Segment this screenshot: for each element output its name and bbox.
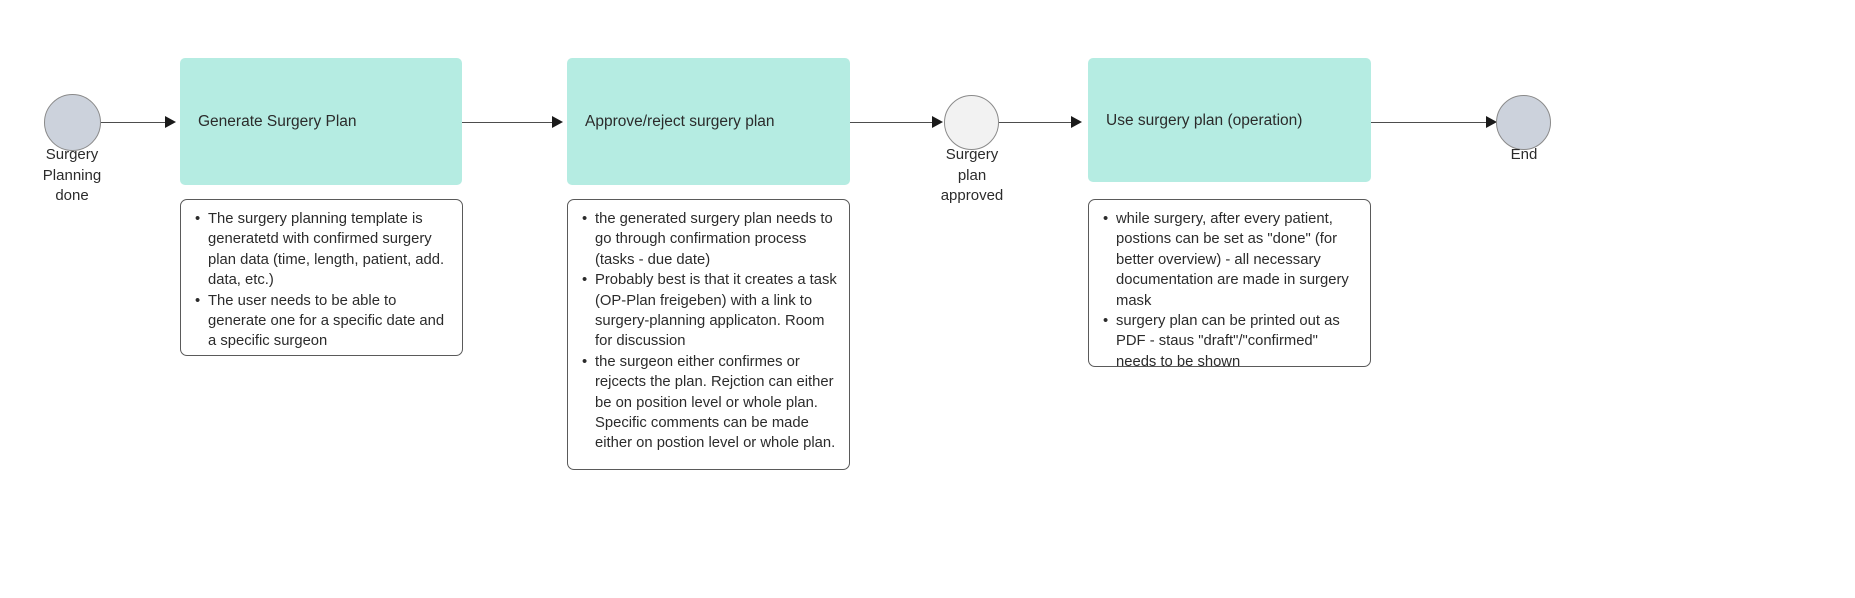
arrow-start-to-generate [101, 122, 165, 124]
list-item: while surgery, after every patient, post… [1103, 209, 1360, 311]
node-start-label: Surgery Planning done [42, 146, 102, 204]
note-approve-reject-surgery-plan: the generated surgery plan needs to go t… [567, 199, 850, 470]
arrow-generate-to-approve [462, 122, 552, 124]
list-item: The user needs to be able to generate on… [195, 291, 452, 352]
process-use-surgery-plan[interactable]: Use surgery plan (operation) [1088, 58, 1371, 182]
arrow-head-approve-to-state [932, 116, 943, 128]
list-item: surgery plan can be printed out as PDF -… [1103, 311, 1360, 372]
arrow-state-to-use [999, 122, 1071, 124]
arrow-head-use-to-end [1486, 116, 1497, 128]
arrow-approve-to-state [850, 122, 932, 124]
note-generate-list: The surgery planning template is generat… [191, 209, 452, 352]
list-item: Probably best is that it creates a task … [582, 270, 839, 352]
process-approve-reject-surgery-plan[interactable]: Approve/reject surgery plan [567, 58, 850, 185]
arrow-use-to-end [1371, 122, 1486, 124]
arrow-head-state-to-use [1071, 116, 1082, 128]
process-approve-reject-label: Approve/reject surgery plan [585, 113, 775, 130]
process-generate-surgery-plan[interactable]: Generate Surgery Plan [180, 58, 462, 185]
node-end[interactable] [1496, 95, 1551, 150]
node-start-surgery-planning-done[interactable] [44, 94, 101, 151]
list-item: The surgery planning template is generat… [195, 209, 452, 291]
arrow-head-generate-to-approve [552, 116, 563, 128]
list-item: the surgeon either confirmes or rejcects… [582, 352, 839, 454]
note-use-surgery-plan: while surgery, after every patient, post… [1088, 199, 1371, 370]
node-state-surgery-plan-approved[interactable] [944, 95, 999, 150]
note-generate-surgery-plan: The surgery planning template is generat… [180, 199, 463, 356]
arrow-head-start-to-generate [165, 116, 176, 128]
node-state-label: Surgery plan approved [940, 146, 1004, 204]
process-use-surgery-plan-label: Use surgery plan (operation) [1106, 111, 1303, 129]
node-end-label: End [1510, 146, 1538, 163]
process-generate-surgery-plan-label: Generate Surgery Plan [198, 113, 357, 130]
note-use-list: while surgery, after every patient, post… [1099, 209, 1360, 372]
note-approve-list: the generated surgery plan needs to go t… [578, 209, 839, 454]
list-item: the generated surgery plan needs to go t… [582, 209, 839, 270]
